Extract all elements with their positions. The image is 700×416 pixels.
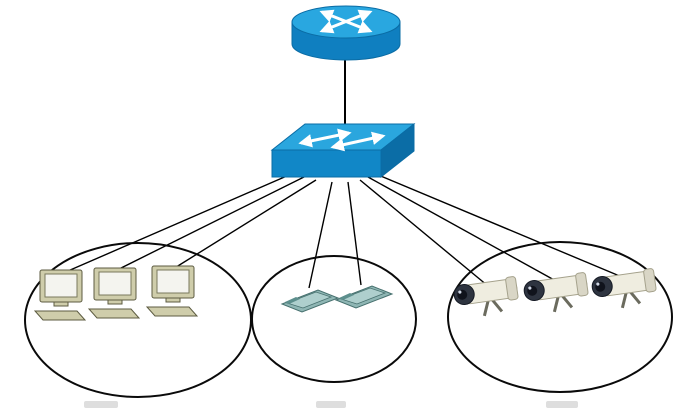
workstation-group-ellipse (24, 242, 252, 398)
switch-arrows-icon (298, 128, 386, 152)
phone-icon[interactable] (334, 285, 394, 309)
switch-side-face (380, 122, 415, 179)
link-switch-camera1 (359, 179, 489, 287)
link-switch-camera3 (375, 173, 623, 278)
network-links (60, 56, 623, 289)
link-switch-camera2 (367, 176, 557, 282)
camera-icon[interactable] (591, 268, 658, 311)
pc-icon[interactable] (33, 269, 87, 321)
phone-group (280, 285, 394, 313)
camera-icon[interactable] (453, 276, 520, 319)
phone-group-ellipse (251, 255, 417, 383)
link-switch-pc2 (114, 175, 307, 272)
camera-icon[interactable] (523, 272, 590, 315)
camera-group (453, 268, 658, 319)
switch-front-face (271, 149, 382, 178)
pc-icon[interactable] (145, 265, 199, 317)
switch-node[interactable] (270, 122, 416, 179)
cropped-caption-marks (84, 401, 578, 408)
link-switch-pc1 (60, 171, 297, 275)
phone-icon[interactable] (280, 289, 340, 313)
link-switch-phone1 (308, 181, 333, 289)
router-cross-arrows-icon (319, 9, 373, 34)
camera-group-ellipse (447, 241, 673, 393)
link-switch-phone2 (347, 181, 362, 286)
workstation-group (33, 265, 199, 321)
router-node[interactable] (291, 5, 401, 61)
pc-icon[interactable] (87, 267, 141, 319)
link-switch-pc3 (172, 179, 317, 270)
